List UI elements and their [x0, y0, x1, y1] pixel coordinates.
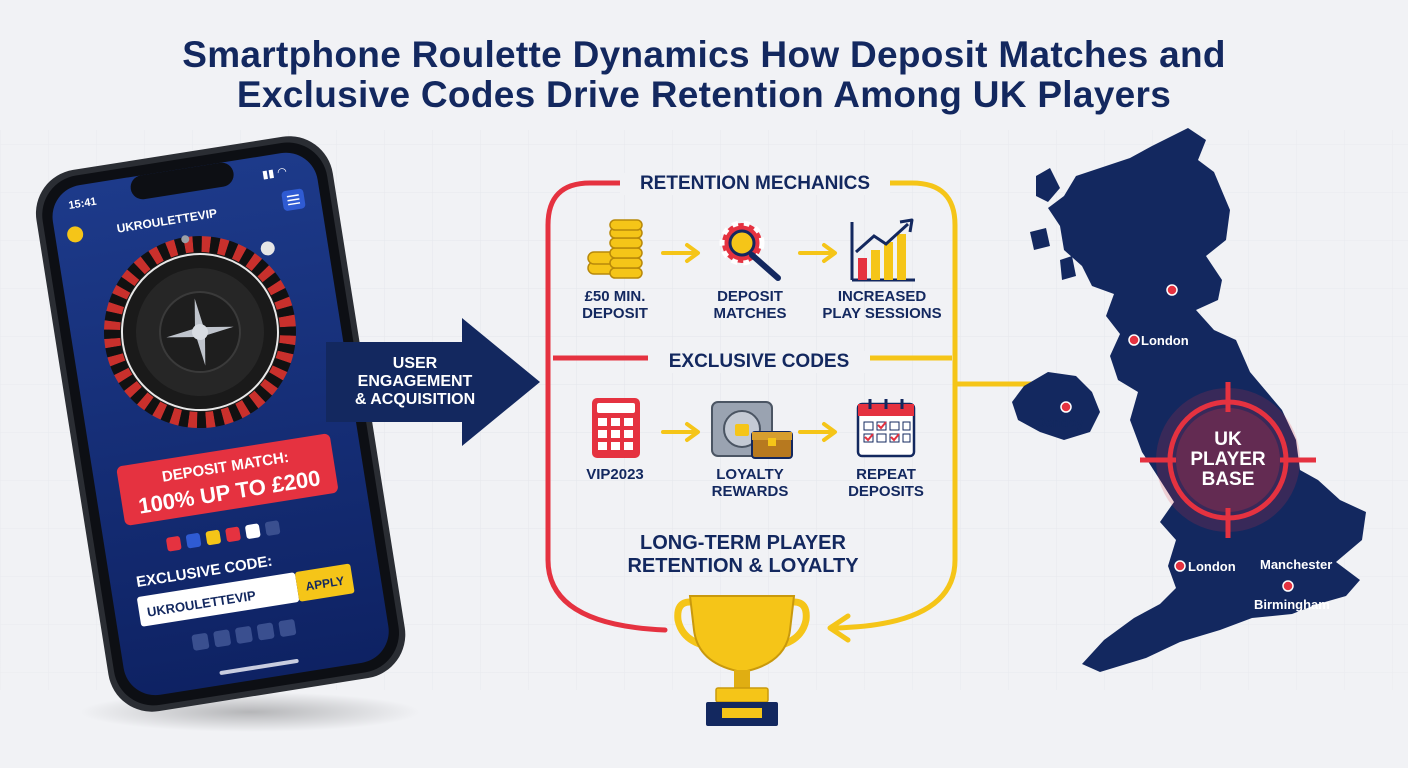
step-min-deposit-line-2: DEPOSIT	[582, 305, 648, 322]
step-play-sessions-line-1: INCREASED	[837, 288, 927, 305]
status-time: 15:41	[68, 196, 98, 212]
step-repeat-deposits-line-2: DEPOSITS	[848, 483, 924, 500]
home-indicator	[219, 658, 299, 675]
flow-arrow-2	[798, 243, 837, 263]
engagement-label-line-1: USER	[392, 355, 438, 372]
step-deposit-matches: DEPOSIT MATCHES	[690, 288, 810, 322]
uk-player-base-label: UK PLAYER BASE	[1170, 430, 1286, 490]
app-logo-icon[interactable]	[66, 225, 84, 243]
step-vip-code-line-1: VIP2023	[586, 466, 644, 483]
step-loyalty-rewards-line-2: REWARDS	[711, 483, 789, 500]
step-deposit-matches-line-2: MATCHES	[713, 305, 787, 322]
flow-arrow-1	[661, 243, 700, 263]
page-title-line-1: Smartphone Roulette Dynamics How Deposit…	[182, 34, 1226, 75]
deposit-match-banner[interactable]	[116, 433, 339, 526]
outcome-line-2: RETENTION & LOYALTY	[627, 555, 859, 577]
uk-player-base-line-1: UK	[1214, 429, 1242, 450]
step-repeat-deposits-line-1: REPEAT	[856, 466, 916, 483]
step-repeat-deposits: REPEAT DEPOSITS	[826, 466, 946, 500]
city-label-manchester: Manchester	[1260, 557, 1333, 572]
city-label-london: London	[1188, 559, 1236, 574]
apply-button-label: APPLY	[305, 574, 346, 594]
code-dots	[191, 619, 297, 651]
code-input[interactable]	[137, 572, 300, 627]
flow-arrow-3	[661, 422, 700, 442]
chip-magnifier-icon	[719, 220, 781, 281]
target-reticle	[1140, 382, 1316, 538]
outcome-line-1: LONG-TERM PLAYER	[640, 532, 846, 554]
city-label-birmingham: Birmingham	[1254, 597, 1330, 612]
step-min-deposit: £50 MIN. DEPOSIT	[560, 288, 670, 322]
status-signal-icon: ▮▮ ◠	[261, 166, 287, 182]
uk-map	[1012, 128, 1366, 672]
chip-row[interactable]	[166, 520, 281, 552]
exclusive-codes-header: EXCLUSIVE CODES	[648, 351, 870, 373]
keypad-icon	[592, 398, 640, 458]
coin-stack-icon	[587, 219, 643, 279]
step-loyalty-rewards-line-1: LOYALTY	[716, 466, 784, 483]
uk-player-base-line-3: BASE	[1201, 469, 1255, 490]
page-title-line-2: Exclusive Codes Drive Retention Among UK…	[236, 74, 1172, 115]
vault-chest-icon	[711, 401, 793, 459]
engagement-label-line-3: & ACQUISITION	[354, 391, 476, 408]
yellow-loop-line	[832, 180, 958, 631]
step-vip-code: VIP2023	[560, 466, 670, 483]
city-label-london-north: London	[1141, 333, 1189, 348]
phone-notch	[130, 162, 234, 200]
growth-chart-icon	[850, 218, 915, 282]
red-loop-line	[545, 180, 668, 633]
flow-arrow-4	[798, 422, 837, 442]
calendar-icon	[856, 399, 916, 458]
engagement-label-line-2: ENGAGEMENT	[357, 373, 473, 390]
apply-button[interactable]	[295, 563, 355, 602]
smartphone: 15:41 ▮▮ ◠ UKROULETTEVIP DEPOSIT MATCH: …	[35, 136, 420, 732]
trophy-icon	[674, 595, 810, 726]
outcome-label: LONG-TERM PLAYER RETENTION & LOYALTY	[590, 532, 896, 578]
engagement-label: USER ENGAGEMENT & ACQUISITION	[340, 355, 490, 409]
step-loyalty-rewards: LOYALTY REWARDS	[690, 466, 810, 500]
uk-player-base-line-2: PLAYER	[1190, 449, 1266, 470]
city-markers	[1060, 284, 1294, 592]
engagement-arrow	[326, 318, 540, 446]
roulette-wheel[interactable]	[95, 227, 306, 438]
step-play-sessions-line-2: PLAY SESSIONS	[822, 305, 942, 322]
step-deposit-matches-line-1: DEPOSIT	[717, 288, 783, 305]
step-min-deposit-line-1: £50 MIN.	[584, 288, 646, 305]
city-label-dendoy: Dendoy	[1036, 415, 1084, 430]
step-play-sessions: INCREASED PLAY SESSIONS	[814, 288, 950, 322]
retention-mechanics-header: RETENTION MECHANICS	[620, 173, 890, 195]
roulette-ball	[260, 241, 275, 256]
